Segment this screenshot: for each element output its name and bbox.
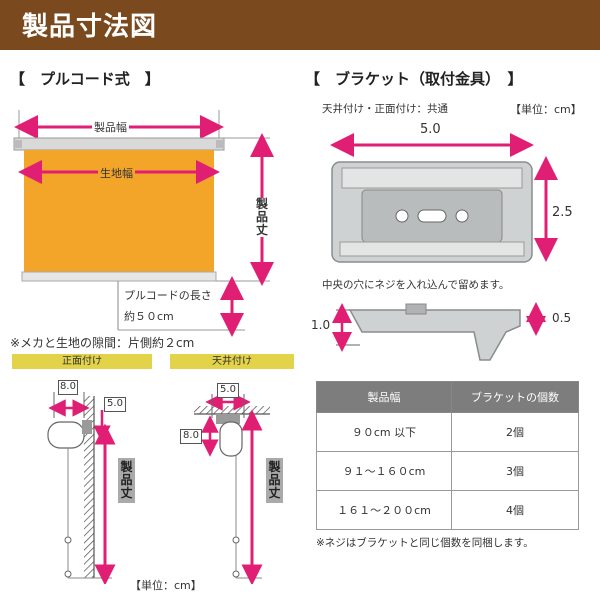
cord-length-label: プルコードの長さ bbox=[124, 289, 212, 302]
gap-note: ※メカと生地の隙間：片側約２cm bbox=[10, 336, 195, 350]
page-title: 製品寸法図 bbox=[22, 12, 158, 42]
table-cell-width: １６１～２００cm bbox=[315, 490, 453, 530]
table-row: １６１～２００cm 4個 bbox=[315, 490, 579, 530]
head-rail bbox=[13, 137, 225, 151]
table-cell-count: 3個 bbox=[451, 451, 579, 491]
table-cell-count: 2個 bbox=[451, 412, 579, 452]
pullcord-blind-diagram bbox=[13, 110, 274, 337]
ceiling-mount-tag: 天井付け bbox=[170, 354, 294, 369]
common-note: 天井付け・正面付け：共通 bbox=[322, 103, 448, 115]
side-right-value: 0.5 bbox=[552, 311, 572, 325]
ceiling-mount-diagram bbox=[194, 393, 270, 584]
screw-note: 中央の穴にネジを入れ込んで留めます。 bbox=[322, 279, 510, 291]
bracket-unit-label: 【単位：cm】 bbox=[510, 103, 582, 116]
ceiling-product-length-label: 製品丈 bbox=[266, 458, 283, 503]
header-banner bbox=[0, 0, 600, 50]
bracket-count-table: 製品幅 ブラケットの個数 ９０cm 以下 2個 ９１～１６０cm 3個 １６１～… bbox=[315, 381, 579, 530]
bottom-bar bbox=[21, 271, 217, 282]
front-dim-8: 8.0 bbox=[58, 380, 78, 395]
bracket-width-value: 5.0 bbox=[420, 122, 441, 137]
table-cell-width: ９０cm 以下 bbox=[315, 412, 453, 452]
table-header-width: 製品幅 bbox=[315, 381, 453, 413]
bracket-side-view bbox=[348, 309, 521, 361]
product-width-label: 製品幅 bbox=[92, 119, 129, 135]
roll-tube bbox=[47, 421, 85, 449]
fabric-width-label: 生地幅 bbox=[98, 165, 135, 181]
left-unit-label: 【単位：cm】 bbox=[130, 579, 202, 592]
bracket-section-title: 【 ブラケット（取付金具） 】 bbox=[305, 70, 523, 88]
front-dim-5: 5.0 bbox=[104, 397, 126, 412]
bracket-height-value: 2.5 bbox=[552, 205, 573, 220]
ceiling-dim-8: 8.0 bbox=[180, 429, 202, 444]
table-header-count: ブラケットの個数 bbox=[451, 381, 579, 413]
front-product-length-label: 製品丈 bbox=[118, 458, 135, 503]
product-length-label: 製品丈 bbox=[255, 197, 269, 237]
cord-length-value: 約５０cm bbox=[124, 310, 174, 323]
front-mount-tag: 正面付け bbox=[12, 354, 152, 369]
table-cell-width: ９１～１６０cm bbox=[315, 451, 453, 491]
ceiling-dim-5: 5.0 bbox=[217, 383, 239, 398]
table-header-row: 製品幅 ブラケットの個数 bbox=[315, 381, 579, 413]
table-row: ９０cm 以下 2個 bbox=[315, 412, 579, 452]
table-cell-count: 4個 bbox=[451, 490, 579, 530]
front-mount-diagram bbox=[47, 392, 116, 584]
side-left-value: 1.0 bbox=[311, 318, 331, 332]
pullcord-section-title: 【 プルコード式 】 bbox=[10, 70, 160, 88]
table-row: ９１～１６０cm 3個 bbox=[315, 451, 579, 491]
screw-footnote: ※ネジはブラケットと同じ個数を同梱します。 bbox=[316, 537, 534, 549]
bracket-diagram bbox=[330, 133, 558, 361]
